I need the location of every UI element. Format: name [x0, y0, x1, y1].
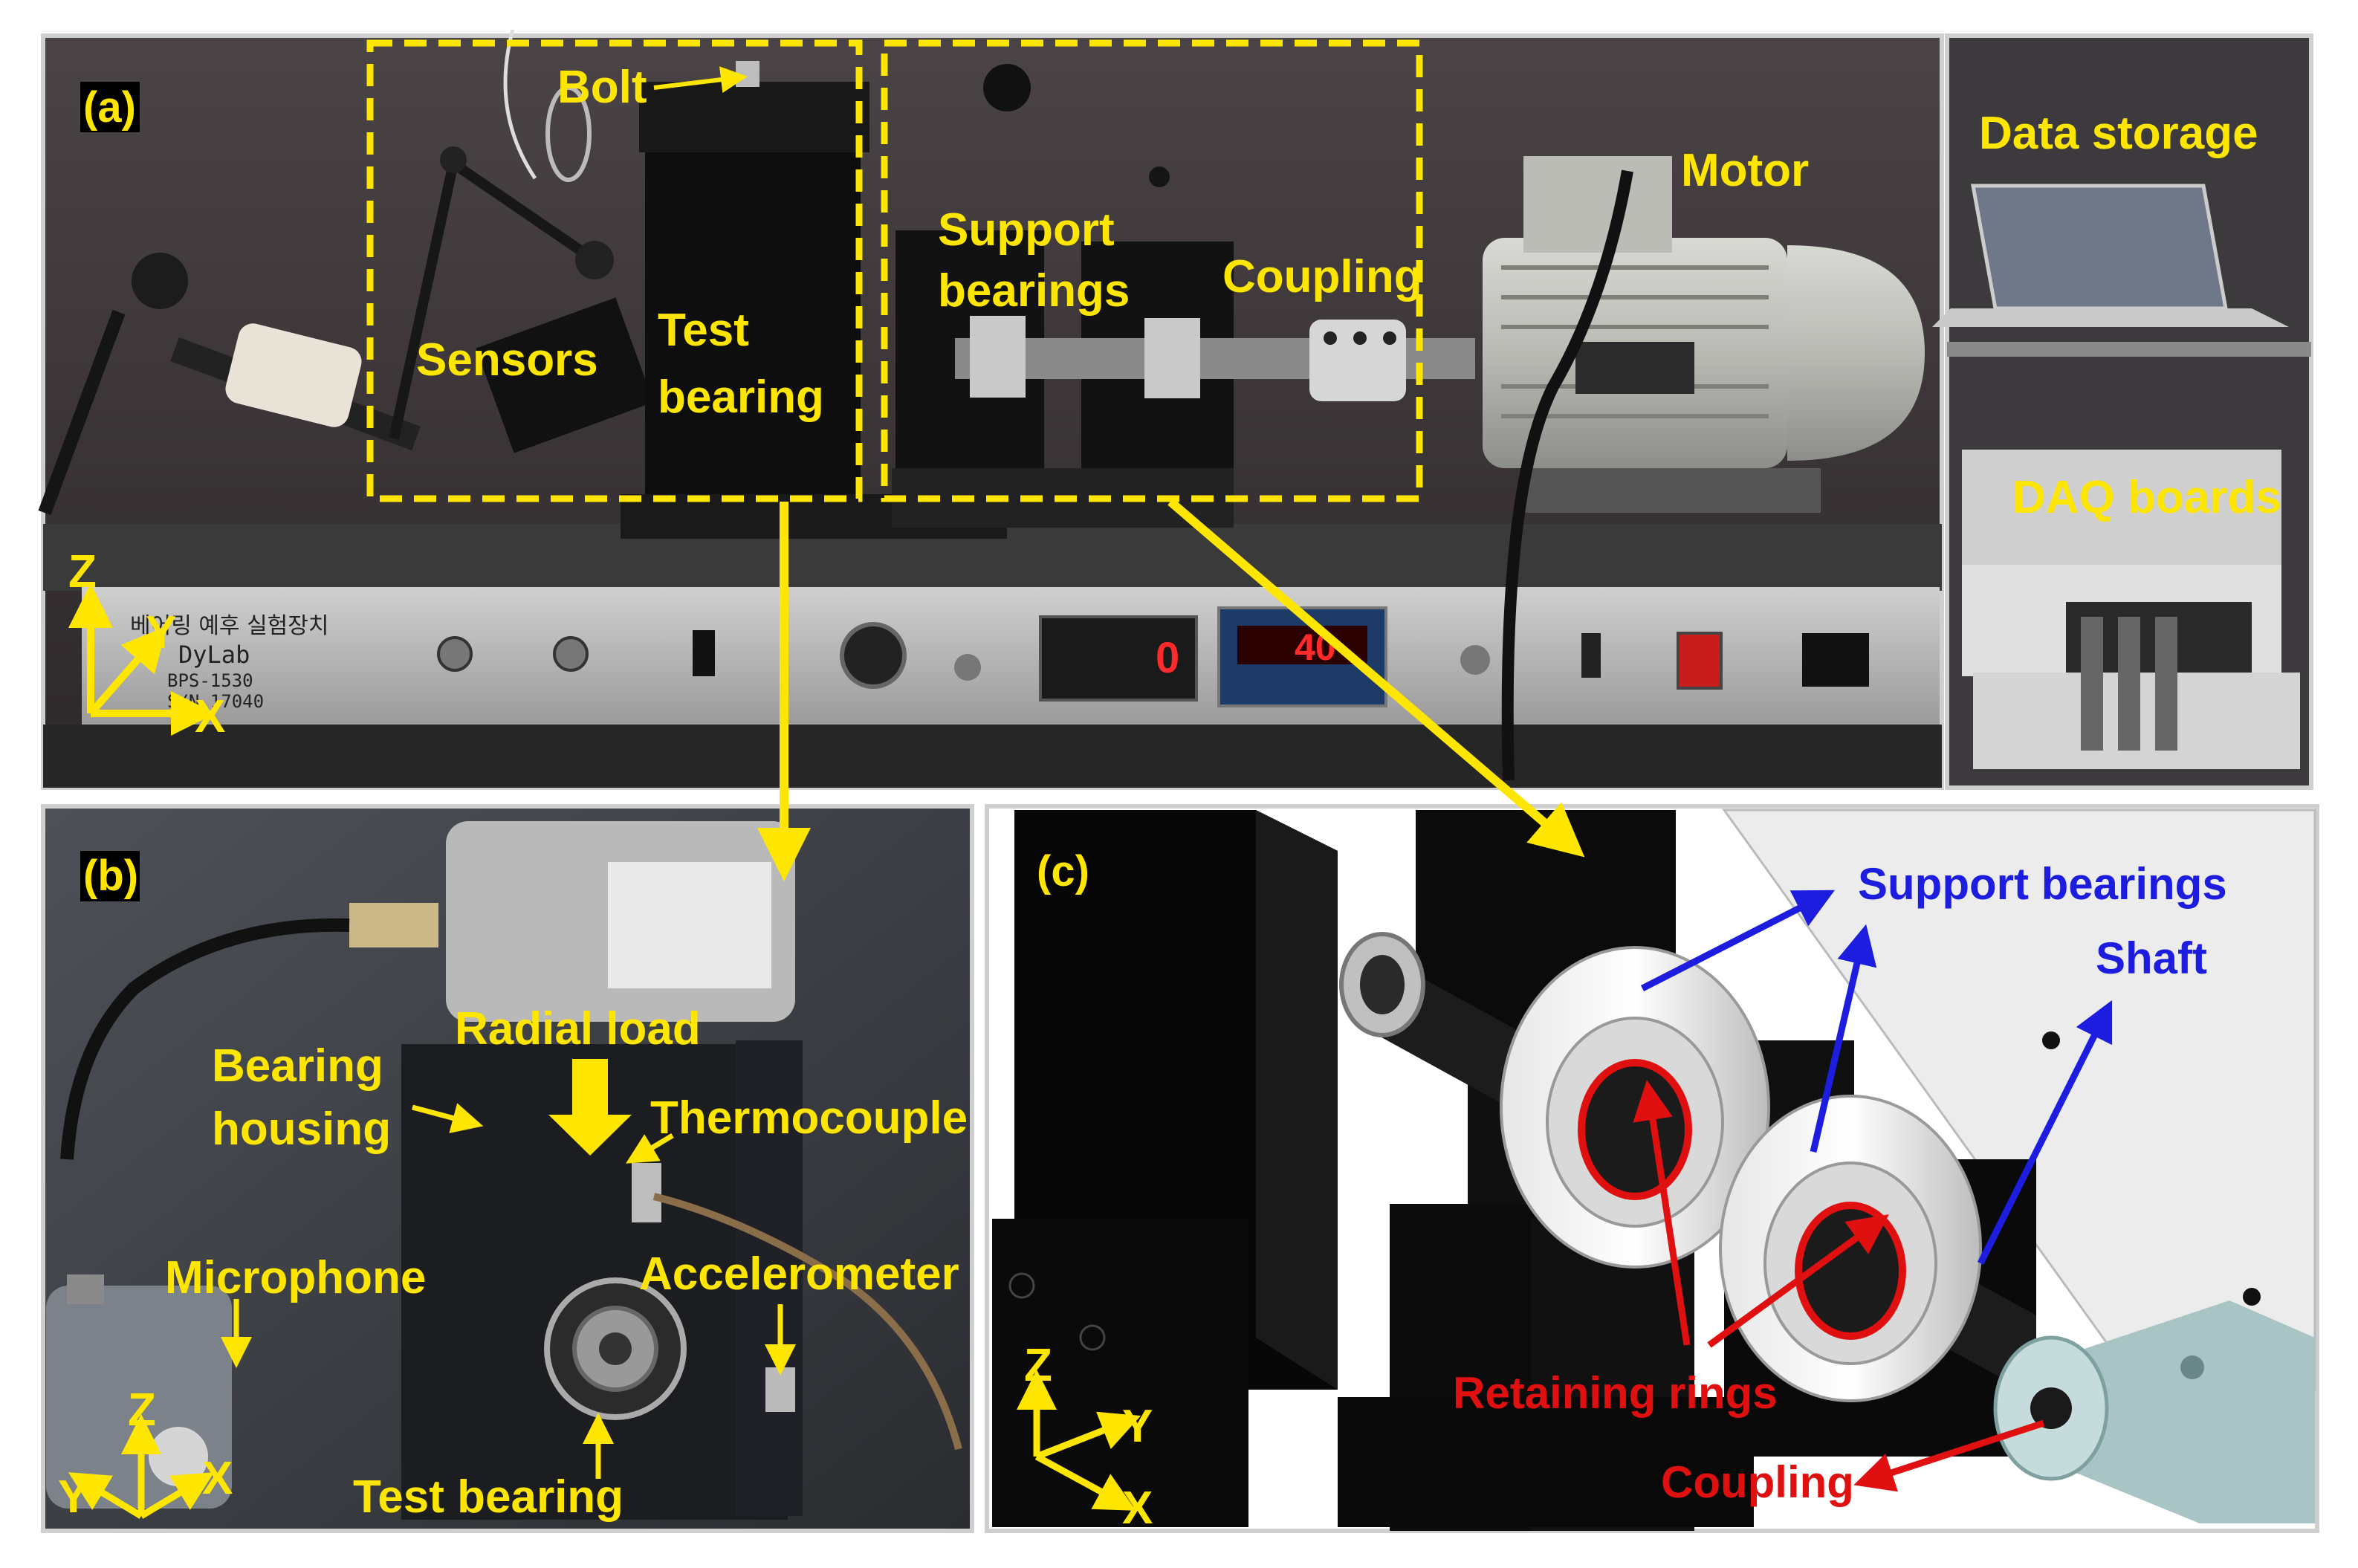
- label-motor: Motor: [1681, 145, 1809, 196]
- label-data-storage: Data storage: [1979, 108, 2258, 159]
- panel-toggle-2: [1581, 633, 1601, 678]
- label-support-bearings-c: Support bearings: [1858, 859, 2227, 909]
- label-radial-load: Radial load: [455, 1003, 701, 1054]
- label-bolt: Bolt: [557, 62, 647, 113]
- panel-toggle: [693, 630, 715, 676]
- panel-a-axes: Z Y X: [68, 546, 225, 742]
- panel-a-tag-bg: [80, 82, 140, 132]
- label-coupling-c: Coupling: [1661, 1457, 1854, 1507]
- label-microphone: Microphone: [165, 1252, 426, 1303]
- label-thermocouple: Thermocouple: [650, 1092, 968, 1144]
- display-a: [1039, 615, 1198, 702]
- daq-chassis: [1962, 450, 2300, 769]
- label-accelerometer: Accelerometer: [639, 1248, 959, 1300]
- panel-switch-4: [1460, 645, 1490, 675]
- axis-c-y: Y: [1122, 1401, 1153, 1452]
- label-retaining-rings: Retaining rings: [1453, 1368, 1778, 1418]
- axis-b-y: Y: [58, 1471, 88, 1523]
- panel-b-tag-bg: [80, 851, 140, 901]
- axis-a-y: Y: [146, 607, 176, 658]
- label-bearing-housing-1: Bearing: [212, 1040, 383, 1092]
- power-switch: [1677, 632, 1723, 690]
- label-sensors: Sensors: [416, 334, 598, 386]
- label-support-bearings-1: Support: [938, 204, 1115, 256]
- panel-c-axes: Z Y X: [1017, 1340, 1153, 1534]
- axis-a-z: Z: [68, 546, 97, 597]
- frame-support: [881, 39, 1423, 502]
- wall-hole: [983, 64, 1031, 111]
- axis-c-x: X: [1122, 1483, 1153, 1534]
- laptop: [1932, 184, 2289, 327]
- panel-switch-3: [954, 654, 981, 681]
- panel-a-tag: (a): [83, 83, 136, 132]
- panel-switch-2: [553, 636, 589, 672]
- panel-model: BPS-1530: [167, 670, 253, 691]
- panel-b-tag: (b): [83, 852, 138, 900]
- sensor-arm: [38, 29, 654, 516]
- panel-dial: [840, 622, 907, 689]
- frame-test-bearing: [366, 39, 863, 502]
- label-support-bearings-2: bearings: [938, 265, 1130, 317]
- display-a-value: 0: [1156, 634, 1179, 682]
- axis-b-z: Z: [128, 1384, 156, 1436]
- label-test-bearing-b: Test bearing: [353, 1471, 623, 1523]
- label-test-bearing-1: Test: [658, 305, 749, 356]
- control-panel: [82, 587, 1940, 725]
- panel-switch-1: [437, 636, 473, 672]
- panel-a: 0 40 베어링 예후 실험장치 DyLab BPS-1530 S/N 1704…: [38, 29, 2313, 790]
- axis-b-x: X: [202, 1453, 233, 1504]
- bolt-arrow: [653, 66, 748, 94]
- radial-load-arrow: [548, 1059, 632, 1156]
- motor: [1483, 156, 1925, 781]
- arrow-a-to-c: [1167, 498, 1585, 858]
- panel-brand: DyLab: [178, 641, 250, 669]
- panel-b-axes: Z X Y: [58, 1384, 233, 1523]
- label-bearing-housing-2: housing: [212, 1104, 391, 1155]
- support-bearing-c2: [1719, 1095, 1982, 1402]
- label-test-bearing-2: bearing: [658, 372, 824, 423]
- test-bearing-housing: [645, 134, 861, 505]
- coupling-c: [1993, 1300, 2315, 1523]
- axis-a-x: X: [195, 691, 225, 742]
- label-shaft: Shaft: [2096, 933, 2207, 983]
- power-socket: [1802, 633, 1869, 687]
- label-coupling-a: Coupling: [1222, 251, 1422, 302]
- axis-c-z: Z: [1024, 1340, 1052, 1391]
- bolt: [736, 61, 759, 87]
- panel-b: (b) Radial load Bearing housing Thermoco…: [41, 804, 974, 1533]
- panel-c: (c) Support bearings Shaft Retaining rin…: [985, 804, 2319, 1534]
- panel-c-tag: (c): [1037, 847, 1089, 895]
- label-daq-boards: DAQ boards: [2012, 472, 2281, 523]
